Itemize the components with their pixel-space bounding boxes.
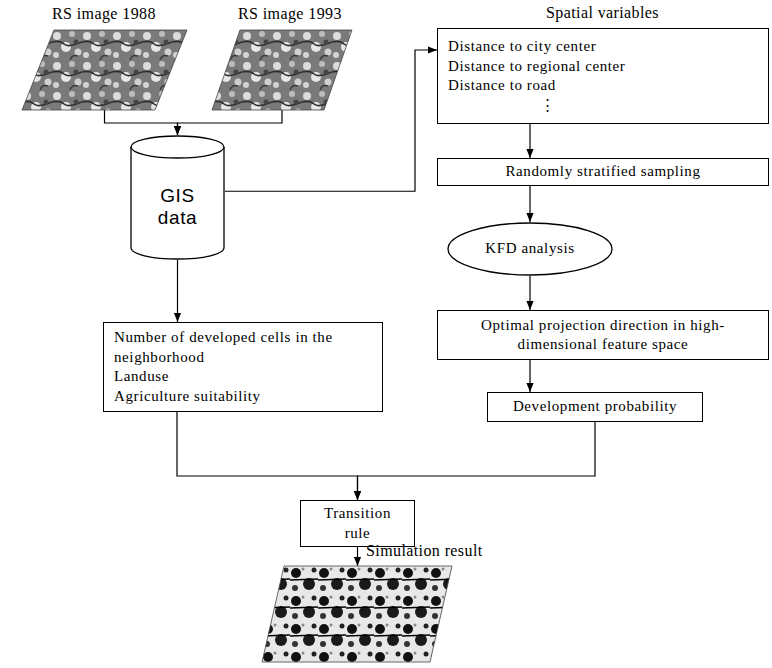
node-text: Transition rule <box>309 504 406 543</box>
flow-arrow <box>529 360 530 392</box>
variables-box: Spatial variablesDistance to city center… <box>437 28 769 124</box>
gis-cylinder: GIS data <box>130 135 225 260</box>
analysis-ellipse: KFD analysis <box>447 222 613 276</box>
flow-arrow <box>529 124 530 158</box>
node-text: Agriculture suitability <box>114 387 372 407</box>
flow-arrow <box>225 50 437 191</box>
flow-arrow <box>178 110 283 135</box>
flow-arrow <box>358 422 596 500</box>
node-heading: RS image 1993 <box>238 4 342 23</box>
process-box: Transition rule <box>300 500 415 547</box>
node-text: Distance to road <box>448 76 758 96</box>
flow-arrow <box>529 276 530 310</box>
flow-arrow <box>529 186 530 222</box>
process-box: Development probability <box>487 392 703 422</box>
image-texture <box>262 566 452 662</box>
ellipse-outline <box>448 223 612 275</box>
result-image: Simulation result <box>262 566 452 662</box>
node-text: Distance to regional center <box>448 57 758 77</box>
node-text: Distance to city center <box>448 37 758 57</box>
process-box: Randomly stratified sampling <box>437 158 769 186</box>
rs-image-outline <box>22 30 187 110</box>
node-text: Number of developed cells in the neighbo… <box>114 328 372 367</box>
image-texture <box>22 30 187 110</box>
node-text: Landuse <box>114 367 372 387</box>
flow-arrow <box>105 110 178 135</box>
node-text: KFD analysis <box>455 239 605 259</box>
node-heading: Spatial variables <box>546 3 659 22</box>
rs-image: RS image 1993 <box>212 30 352 110</box>
image-texture <box>212 30 352 110</box>
flow-arrow <box>177 412 358 500</box>
result-image-outline <box>262 566 452 662</box>
node-heading: Simulation result <box>366 541 483 560</box>
flow-arrow <box>177 260 178 322</box>
rs-image-outline <box>212 30 352 110</box>
cylinder-top <box>131 136 224 158</box>
factor-box: Number of developed cells in the neighbo… <box>103 322 383 412</box>
flow-arrow <box>357 547 358 566</box>
node-text: Development probability <box>496 397 694 417</box>
node-heading: RS image 1988 <box>52 4 156 23</box>
node-text: GIS data <box>148 185 208 229</box>
node-text: ⋮ <box>448 96 758 116</box>
node-text: Randomly stratified sampling <box>446 162 760 182</box>
cylinder-body <box>131 147 224 259</box>
rs-image: RS image 1988 <box>22 30 187 110</box>
node-text: Optimal projection direction in high-dim… <box>446 316 760 355</box>
process-box: Optimal projection direction in high-dim… <box>437 310 769 360</box>
